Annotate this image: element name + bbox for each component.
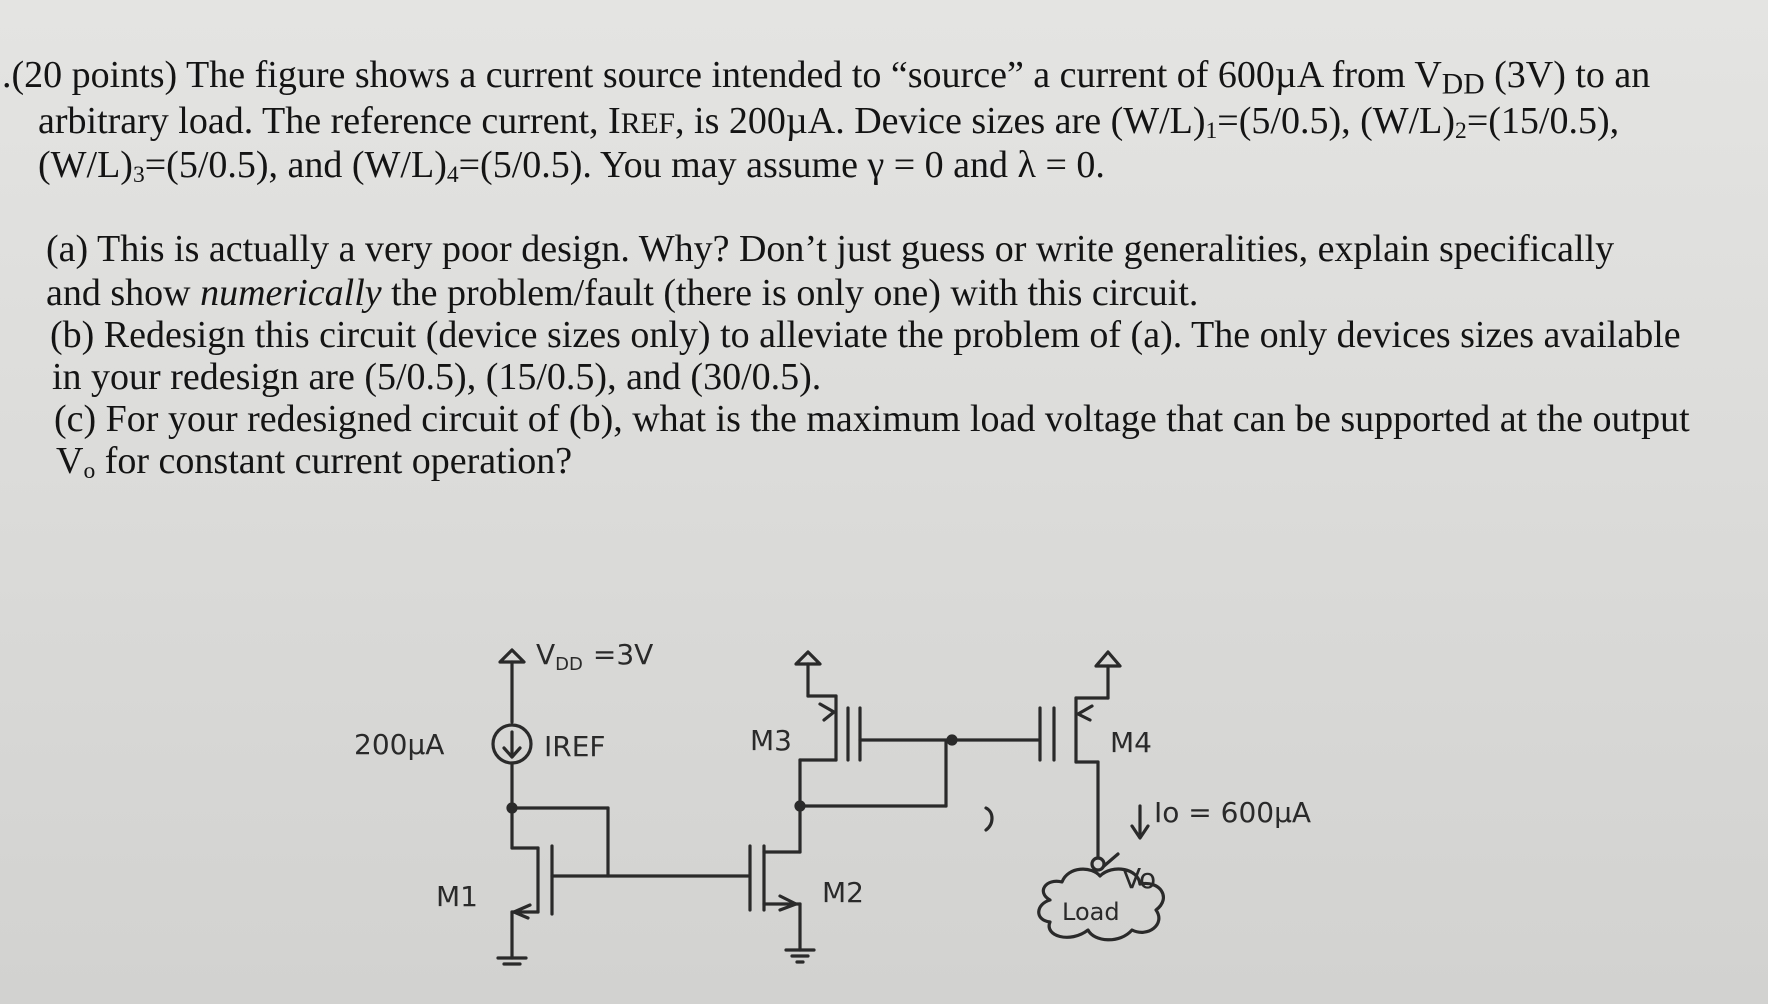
part-a-line-1: (a) This is actually a very poor design.… xyxy=(46,228,1615,270)
vo-subscript: o xyxy=(83,458,96,485)
transistor-m1-icon xyxy=(496,806,554,966)
part-c-line-1: (c) For your redesigned circuit of (b), … xyxy=(54,398,1690,440)
iref-subscript: REF xyxy=(620,108,676,140)
subscript: 4 xyxy=(446,162,459,189)
output-node xyxy=(1090,856,1106,872)
m3-label: M3 xyxy=(750,724,792,757)
problem-text: arbitrary load. The reference current, I xyxy=(38,100,621,142)
load-cloud-icon xyxy=(1037,867,1165,942)
part-b-line-1: (b) Redesign this circuit (device sizes … xyxy=(50,314,1681,356)
problem-text: =(5/0.5). You may assume γ = 0 and λ = 0… xyxy=(458,144,1105,186)
load-label: Load xyxy=(1062,898,1120,926)
subscript: 3 xyxy=(132,162,145,189)
iref-label: IREF xyxy=(544,730,606,763)
vdd-arrow-left xyxy=(498,648,526,724)
part-a-text: and show xyxy=(46,272,201,314)
output-current-arrow-icon xyxy=(1130,804,1150,840)
part-c-text: V xyxy=(56,440,84,482)
vdd-label: VDD=3V xyxy=(536,638,653,675)
junction-dot xyxy=(946,734,958,746)
current-source-icon xyxy=(491,723,533,765)
part-c-text: for constant current operation? xyxy=(95,440,573,482)
part-a-text: the problem/fault (there is only one) wi… xyxy=(381,272,1199,314)
problem-line-2: arbitrary load. The reference current, I… xyxy=(38,102,1619,144)
problem-text: (3V) to an xyxy=(1484,54,1651,96)
transistor-m4-icon xyxy=(1038,650,1122,860)
problem-text: .(20 points) The figure shows a current … xyxy=(2,54,1442,96)
vo-label: Vo xyxy=(1122,862,1156,895)
part-c-line-2: Vo for constant current operation? xyxy=(56,442,572,484)
part-a-line-2: and show numerically the problem/fault (… xyxy=(46,274,1198,312)
problem-text: , is 200µA. Device sizes are (W/L) xyxy=(675,100,1206,142)
subscript: 2 xyxy=(1455,118,1467,145)
problem-text: =(5/0.5), and (W/L) xyxy=(144,144,447,186)
subscript: 1 xyxy=(1205,118,1218,145)
vdd-subscript: DD xyxy=(1441,68,1485,101)
m1-label: M1 xyxy=(436,880,478,913)
problem-line-1: .(20 points) The figure shows a current … xyxy=(2,56,1650,100)
m2-label: M2 xyxy=(822,876,864,909)
problem-line-3: (W/L)3=(5/0.5), and (W/L)4=(5/0.5). You … xyxy=(38,146,1105,188)
problem-text: =(15/0.5), xyxy=(1466,100,1620,142)
problem-text: =(5/0.5), (W/L) xyxy=(1217,100,1456,142)
iref-value-label: 200µA xyxy=(354,728,444,761)
io-label: Io = 600µA xyxy=(1154,796,1311,829)
m4-label: M4 xyxy=(1110,726,1152,759)
transistor-m2-icon xyxy=(748,804,816,964)
problem-text: (W/L) xyxy=(38,144,133,186)
emphasis-numerically: numerically xyxy=(200,272,382,314)
transistor-m3-icon xyxy=(794,650,862,808)
part-b-line-2: in your redesign are (5/0.5), (15/0.5), … xyxy=(52,356,822,398)
